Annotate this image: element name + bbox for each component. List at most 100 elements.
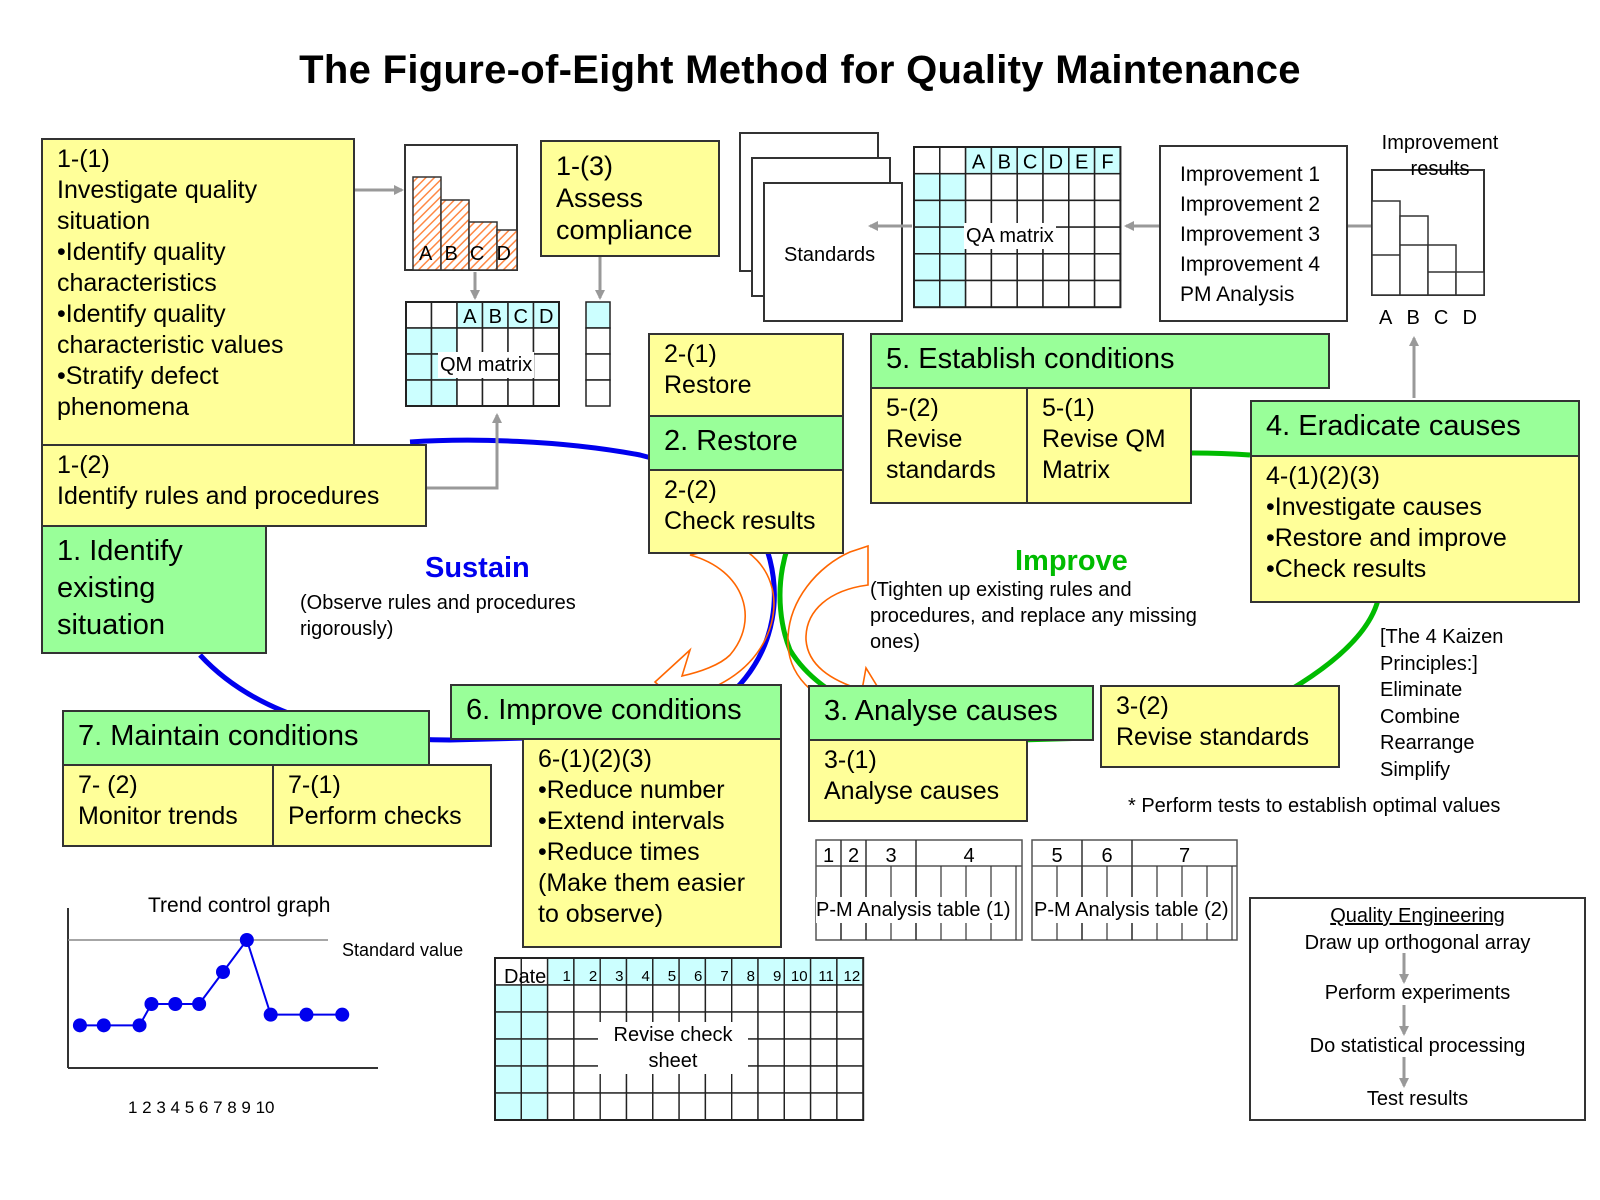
check-sheet-cell	[678, 1092, 707, 1121]
qa-matrix-cell	[990, 253, 1018, 282]
check-sheet-cell	[573, 984, 601, 1013]
check-sheet-cell	[783, 1038, 812, 1067]
trend-data-point	[335, 1007, 350, 1022]
cross-arrow-left	[653, 544, 775, 701]
step-2-1-text: Restore	[664, 371, 752, 399]
step-6-sub-code: 6-(1)(2)(3)	[538, 745, 652, 773]
qe-step-1: Draw up orthogonal array	[1304, 932, 1531, 954]
step-1-1-code: 1-(1)	[57, 145, 110, 173]
qm-matrix-cell	[430, 379, 458, 407]
qa-matrix-cell	[1068, 172, 1096, 202]
trend-data-point	[263, 1007, 278, 1022]
step-2-2-code: 2-(2)	[664, 476, 717, 504]
step-6-sub-line: •Extend intervals	[538, 807, 725, 835]
check-sheet-column-header: 11	[818, 968, 834, 985]
step-6-sub-line: to observe)	[538, 900, 664, 928]
page-title: The Figure-of-Eight Method for Quality M…	[299, 48, 1301, 92]
check-sheet-cell	[573, 1092, 601, 1121]
step-1-title-line: existing	[57, 572, 156, 604]
step-1-title-line: 1. Identify	[57, 535, 183, 567]
qa-matrix-cell	[1093, 279, 1122, 308]
check-sheet-cell	[573, 1065, 601, 1094]
arrow-rules-to-qm	[425, 413, 502, 490]
check-sheet-column-header: 4	[641, 968, 649, 985]
check-sheet-cell	[809, 957, 838, 986]
step-4-header: 4. Eradicate causes	[1250, 400, 1580, 457]
qe-title: Quality Engineering	[1330, 905, 1505, 927]
step-3-2-box: 3-(2) Revise standards	[1100, 685, 1340, 768]
step-3-header: 3. Analyse causes	[808, 685, 1094, 741]
step-1-1-line: Investigate quality	[57, 176, 258, 204]
qa-matrix-cell	[913, 253, 941, 282]
qa-matrix-cell	[939, 172, 967, 202]
check-sheet-cell	[494, 1038, 522, 1067]
step-6-sub-box: 6-(1)(2)(3) •Reduce number•Extend interv…	[522, 738, 782, 948]
step-4-sub-box: 4-(1)(2)(3) •Investigate causes•Restore …	[1250, 455, 1580, 603]
kaizen-line: Combine	[1380, 705, 1461, 728]
qa-matrix-cell	[964, 253, 993, 282]
check-sheet-cell	[757, 1038, 785, 1067]
step-5-1-code: 5-(1)	[1042, 394, 1095, 422]
qa-matrix-cell	[939, 279, 967, 308]
kaizen-line: [The 4 Kaizen	[1380, 626, 1504, 648]
improve-description-line: procedures, and replace any missing	[870, 605, 1197, 627]
qm-matrix-cell	[430, 301, 458, 329]
check-sheet-column-header: 12	[844, 968, 861, 985]
step-1-1-lines: Investigate quality situation •Identify qu…	[57, 175, 339, 423]
sustain-description-line: rigorously)	[300, 618, 394, 640]
qa-matrix-cell	[913, 279, 941, 308]
qa-matrix-column-header: A	[972, 152, 986, 174]
check-sheet-cell	[836, 1038, 864, 1067]
pareto-bar-label: C	[469, 243, 485, 265]
step-1-1-line: •Identify quality	[57, 300, 226, 328]
check-sheet-cell	[573, 1011, 601, 1040]
trend-chart-x-ticks: 1 2 3 4 5 6 7 8 9 10	[128, 1098, 275, 1117]
qa-matrix-cell	[913, 199, 941, 228]
check-sheet-cell	[652, 1092, 680, 1121]
qa-matrix-cell	[913, 146, 941, 175]
qa-matrix-cell	[1093, 226, 1122, 255]
trend-data-point	[72, 1018, 87, 1033]
check-sheet-cell	[704, 1092, 733, 1121]
improvement-results-bar-label: C	[1433, 307, 1449, 329]
step-2-2-box: 2-(2) Check results	[648, 469, 844, 554]
check-sheet-cell	[573, 1038, 601, 1067]
qa-matrix-cell	[1093, 172, 1122, 202]
qa-matrix-cell	[939, 226, 967, 255]
step-3-2-code: 3-(2)	[1116, 692, 1169, 720]
pm-table-1-column-header: 2	[848, 845, 859, 867]
step-5-1-line: Matrix	[1042, 456, 1111, 484]
qm-matrix-cell	[532, 353, 560, 381]
check-sheet-column-header: 3	[615, 968, 623, 985]
improvement-results-chart	[1371, 169, 1485, 296]
check-sheet-cell	[546, 1038, 575, 1067]
qa-matrix-cell	[1093, 253, 1122, 282]
check-sheet-cell	[546, 1011, 575, 1040]
qm-compliance-cell	[585, 301, 611, 329]
step-7-1-box: 7-(1) Perform checks	[272, 764, 492, 847]
qm-matrix-cell	[405, 327, 433, 355]
improvement-results-bar-label: D	[1462, 307, 1477, 329]
step-2-header: 2. Restore	[648, 415, 844, 471]
step-7-2-box: 7- (2) Monitor trends	[62, 764, 274, 847]
check-sheet-cell	[704, 984, 733, 1013]
qm-matrix-cell	[507, 327, 535, 355]
qa-matrix-cell	[939, 199, 967, 228]
step-5-1-line: Revise QM	[1042, 425, 1166, 453]
step-1-1-line: •Identify quality	[57, 238, 226, 266]
step-1-1-line: situation	[57, 207, 151, 235]
improvement-item: Improvement 1	[1180, 163, 1321, 186]
qa-matrix-cell	[1016, 172, 1044, 202]
kaizen-line: Principles:]	[1380, 652, 1478, 675]
qm-matrix-cell	[405, 301, 433, 329]
improvement-item: Improvement 2	[1180, 193, 1321, 216]
pm-table-1-label: P-M Analysis table (1)	[816, 897, 1011, 923]
